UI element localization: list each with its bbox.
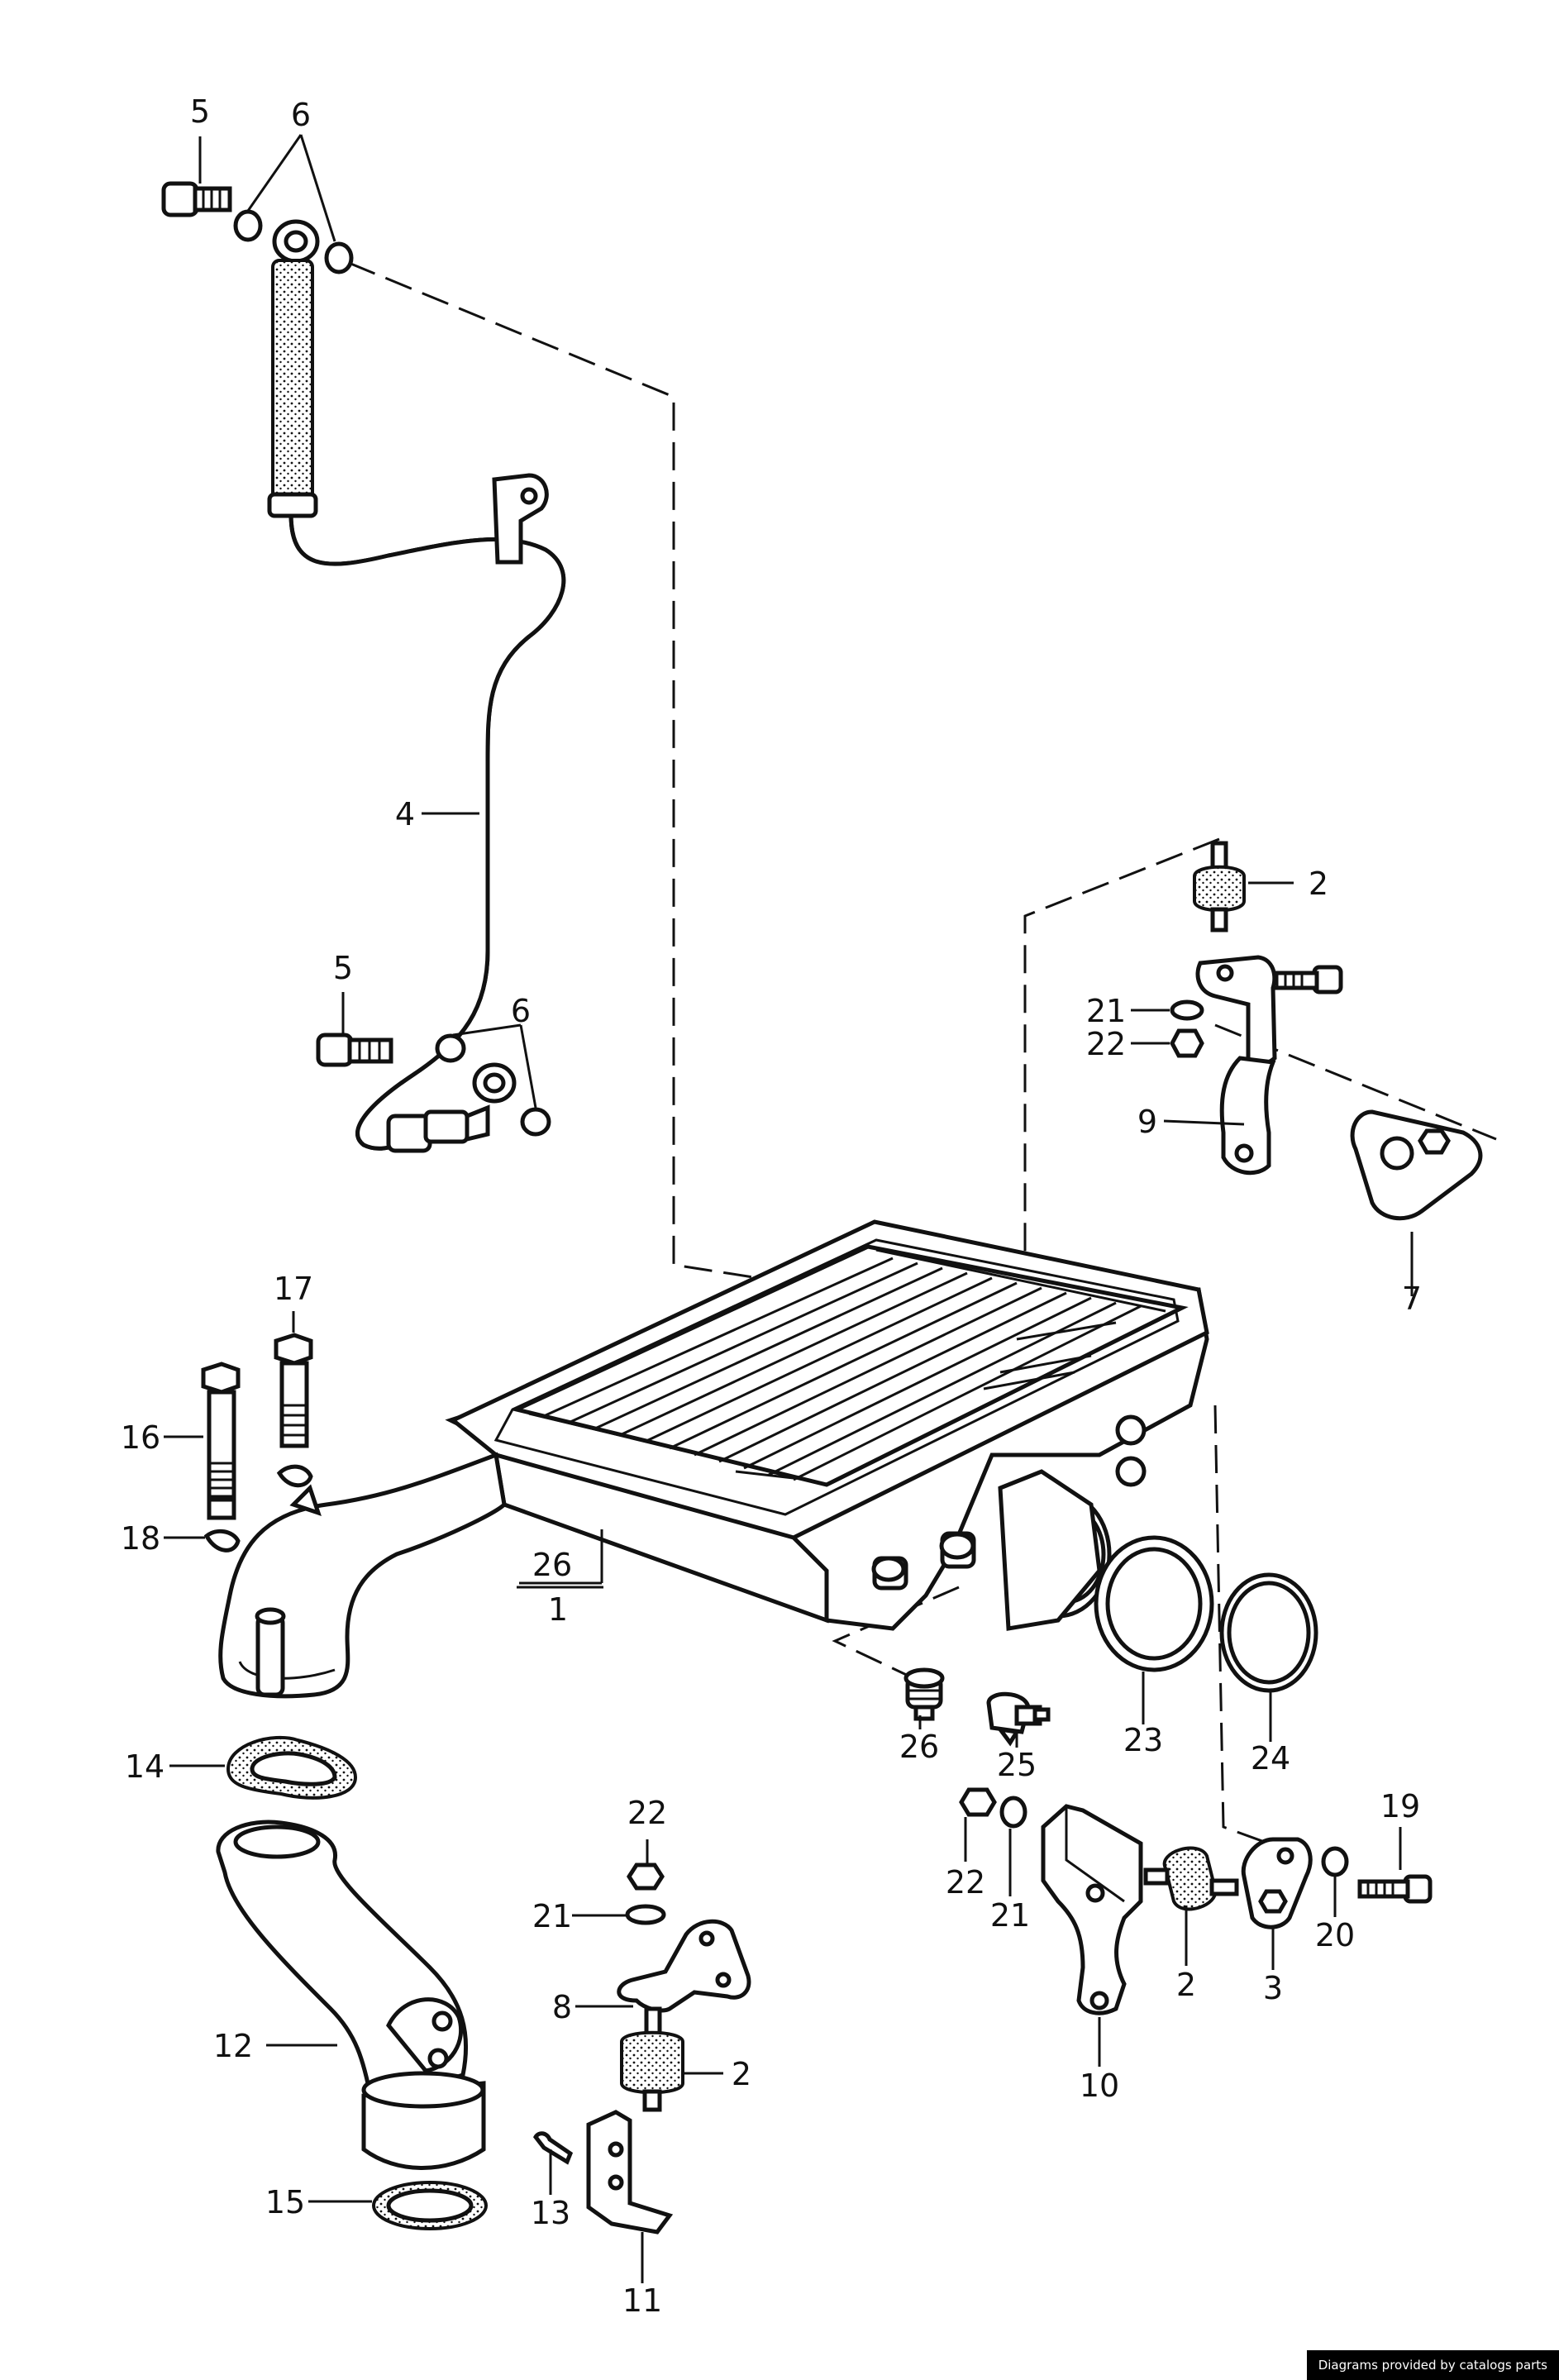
lower-center-mount	[533, 1863, 751, 2235]
callout-label: 21	[990, 1897, 1030, 1934]
callout-label: 11	[622, 2282, 662, 2319]
washer-center	[625, 1904, 666, 1925]
callout-label: 5	[333, 950, 353, 986]
lock-plate-top	[276, 1464, 313, 1488]
callout-label: 5	[190, 93, 210, 130]
callout-label: 19	[1380, 1788, 1420, 1824]
callout-label: 25	[997, 1747, 1037, 1783]
bolt-long	[201, 1362, 241, 1520]
callout-label: 20	[1315, 1917, 1355, 1953]
support-bracket-lower-leg	[1219, 1056, 1276, 1176]
callout-label: 2	[1176, 1967, 1196, 2003]
callout-label: 4	[395, 796, 415, 832]
callout-label: 21	[532, 1898, 572, 1934]
cooling-fins	[528, 1248, 1166, 1486]
callout-label: 6	[291, 97, 311, 133]
angle-bracket	[586, 2110, 674, 2235]
mounting-bracket-lower	[1041, 1804, 1143, 2015]
sensors	[903, 1667, 1051, 1747]
callout-label: 18	[121, 1520, 160, 1557]
intercooler-inlet-duct	[218, 1452, 507, 1699]
callout-label: 7	[1402, 1281, 1422, 1317]
callout-label: 2	[732, 2056, 751, 2092]
banjo-bolt-bottom	[316, 1033, 393, 1067]
mounting-plate	[1350, 1109, 1483, 1221]
rubber-mount-top	[1193, 865, 1246, 913]
bolt-short	[274, 1333, 313, 1448]
washer-small-right	[1321, 1846, 1349, 1877]
callout-label: 12	[213, 2028, 253, 2064]
sealing-washer-bottom-a	[435, 1033, 466, 1063]
bracket-bolt-top	[1266, 965, 1343, 994]
callout-label: 3	[1263, 1970, 1283, 2006]
lower-right-mount	[959, 1787, 1433, 2015]
nut-center	[627, 1863, 665, 1891]
clamp-bracket	[1241, 1837, 1313, 1929]
rubber-mount-center	[620, 2030, 684, 2095]
callout-label: 6	[511, 993, 531, 1029]
washer-upper	[1170, 999, 1204, 1021]
upper-bracket-assembly	[1170, 841, 1483, 1221]
banjo-bolt-top	[161, 181, 232, 217]
leader-lines	[164, 134, 1414, 2283]
callout-label: 22	[946, 1864, 985, 1901]
intercooler-body	[218, 1219, 1209, 1699]
callout-labels: 5 6 4 5 6 2 21 22 9 7 17 16 18 26 1 23 2…	[121, 93, 1422, 2319]
credit-banner: Diagrams provided by catalogs parts	[1306, 2350, 1559, 2380]
temperature-sender	[903, 1667, 945, 1721]
callout-label: 24	[1251, 1740, 1290, 1777]
washer-right	[999, 1796, 1027, 1829]
mounting-bolts-left	[201, 1333, 313, 1552]
callout-label: 22	[1086, 1026, 1126, 1062]
callout-label: 16	[121, 1419, 160, 1456]
callout-label: 14	[125, 1748, 164, 1785]
callout-label: 17	[274, 1271, 313, 1307]
elbow-duct-assembly	[216, 1735, 488, 2230]
cotter-pin	[533, 2131, 574, 2165]
callout-label: 2	[1309, 866, 1328, 902]
support-bracket-upper	[1195, 955, 1277, 1066]
nut-upper	[1170, 1028, 1204, 1058]
oil-hose-braided	[271, 259, 314, 502]
sealing-washer-top-b	[324, 241, 354, 274]
callout-label: 1	[548, 1591, 568, 1628]
bracket-bolt-right	[1357, 1874, 1433, 1904]
callout-label: 23	[1123, 1722, 1163, 1758]
sealing-washer-top-a	[233, 209, 263, 242]
callout-label: 26	[899, 1729, 939, 1765]
callout-label: 10	[1080, 2068, 1119, 2104]
seal-rings	[1094, 1535, 1318, 1693]
rubber-mount-right	[1162, 1846, 1218, 1911]
callout-label: 9	[1137, 1104, 1157, 1140]
callout-label: 21	[1086, 993, 1126, 1029]
pressure-switch	[986, 1691, 1051, 1747]
sealing-washer-bottom-b	[520, 1107, 551, 1137]
callout-label: 26	[532, 1547, 572, 1583]
callout-label: 13	[531, 2195, 570, 2231]
oil-line-assembly	[161, 181, 566, 1153]
lock-plate-bottom	[203, 1529, 241, 1552]
bracket-plate	[617, 1919, 751, 2013]
callout-label: 8	[552, 1989, 572, 2025]
callout-label: 22	[627, 1795, 667, 1831]
callout-label: 15	[265, 2184, 305, 2220]
nut-right	[959, 1787, 997, 1817]
